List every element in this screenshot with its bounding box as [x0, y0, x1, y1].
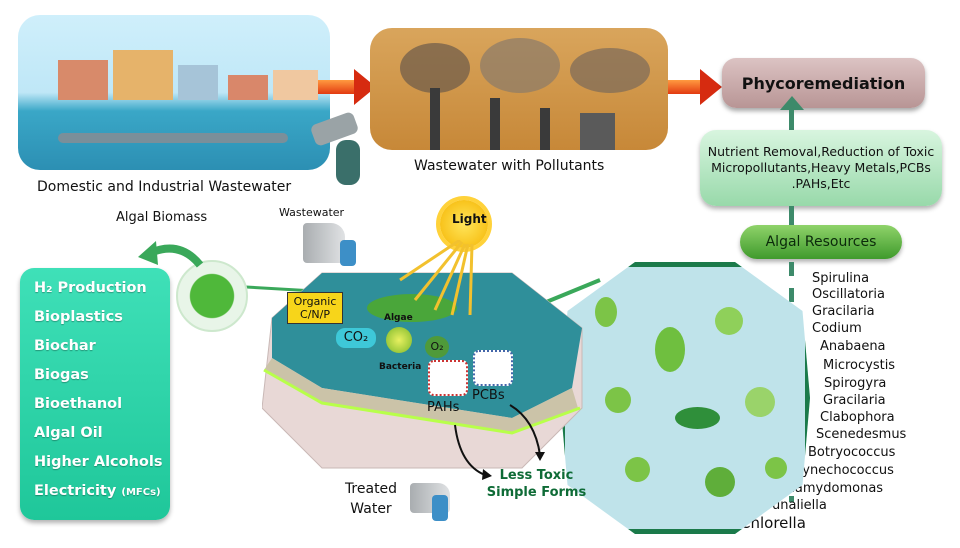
- product-item: Higher Alcohols: [34, 454, 163, 470]
- species-item: Anabaena: [820, 339, 886, 354]
- mfc-note: (MFCs): [121, 487, 161, 498]
- product-item: H₂ Production: [34, 280, 147, 296]
- algae-microscope-view: [560, 262, 810, 534]
- outflow-water-icon: [336, 140, 360, 185]
- organic-cnp-label: Organic C/N/P: [287, 292, 343, 324]
- flow-arrow-1: [318, 80, 356, 94]
- connector-line: [789, 206, 794, 225]
- pollution-illustration: [370, 28, 668, 150]
- product-item: Bioethanol: [34, 396, 123, 412]
- less-toxic-label: Less Toxic Simple Forms: [479, 467, 594, 501]
- algal-biomass-label: Algal Biomass: [116, 210, 208, 225]
- pollutants-label: Wastewater with Pollutants: [414, 158, 605, 174]
- co2-badge: CO₂: [336, 328, 376, 348]
- algae-label: Algae: [384, 313, 413, 323]
- outlet-water-icon: [432, 495, 448, 521]
- up-arrow-icon: [780, 96, 804, 110]
- sun-rays: [399, 240, 474, 316]
- species-item: Microcystis: [823, 358, 896, 373]
- pcbs-label: PCBs: [472, 388, 505, 403]
- domestic-wastewater-illustration: [18, 15, 330, 170]
- bacteria-label: Bacteria: [379, 362, 422, 372]
- pahs-molecule-icon: [428, 360, 468, 396]
- species-item: Clabophora: [820, 410, 895, 425]
- algae-bacteria-icon: [386, 327, 412, 353]
- treated-water-label: Treated Water: [344, 481, 398, 517]
- product-item: Biochar: [34, 338, 96, 354]
- species-item: Spirogyra: [824, 376, 887, 391]
- product-item: Biogas: [34, 367, 89, 383]
- product-item: Bioplastics: [34, 309, 123, 325]
- o2-badge: O₂: [425, 336, 449, 358]
- curved-arrow-icon: [138, 241, 204, 268]
- product-item: Electricity (MFCs): [34, 483, 170, 512]
- species-item: Gracilaria: [812, 304, 875, 319]
- inlet-pipe-icon: [303, 223, 345, 263]
- light-label: Light: [452, 212, 487, 226]
- algal-biomass-icon: [176, 260, 248, 332]
- species-item: Scenedesmus: [816, 427, 907, 442]
- product-item: Algal Oil: [34, 425, 103, 441]
- flow-arrow-2: [668, 80, 702, 94]
- species-item: Botryococcus: [808, 445, 896, 460]
- species-item: Gracilaria: [823, 393, 886, 408]
- wastewater-inlet-label: Wastewater: [279, 206, 345, 219]
- pahs-label: PAHs: [427, 400, 460, 415]
- species-item: Synechococcus: [794, 463, 894, 478]
- species-item: Codium: [812, 321, 862, 336]
- species-item: Spirulina: [812, 271, 870, 286]
- species-item: Oscillatoria: [812, 287, 885, 302]
- arrow-head-icon: [700, 69, 722, 105]
- inlet-water-icon: [340, 240, 356, 266]
- domestic-wastewater-label: Domestic and Industrial Wastewater: [37, 179, 292, 195]
- sun-icon: [440, 200, 488, 248]
- outcomes-box: Nutrient Removal,Reduction of Toxic Micr…: [700, 130, 942, 206]
- biomass-products-box: H₂ Production Bioplastics Biochar Biogas…: [20, 268, 170, 520]
- product-label: Electricity: [34, 483, 117, 499]
- algal-resources-box: Algal Resources: [740, 225, 902, 259]
- pcbs-molecule-icon: [473, 350, 513, 386]
- less-toxic-text: Less Toxic Simple Forms: [486, 468, 587, 500]
- connector-line: [789, 110, 794, 130]
- phycoremediation-box: Phycoremediation: [722, 58, 925, 108]
- species-item: Chlorella: [740, 514, 806, 532]
